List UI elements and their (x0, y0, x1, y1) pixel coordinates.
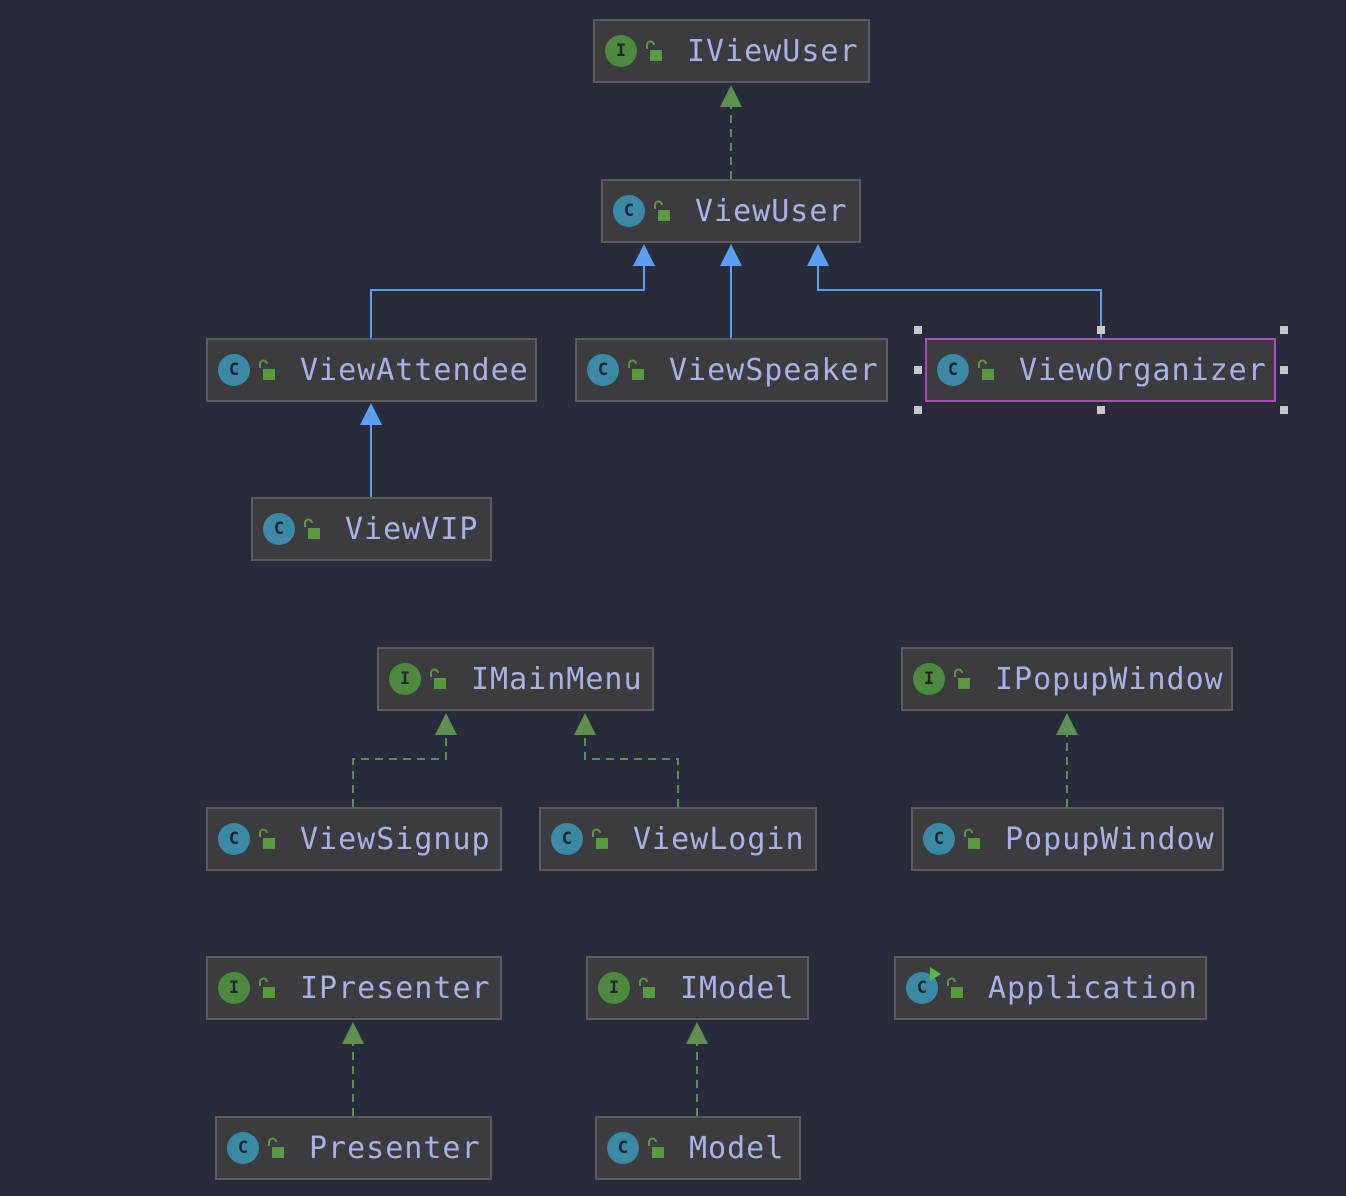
unlocked-padlock-icon (646, 40, 662, 61)
node-viewattendee[interactable]: C ViewAttendee (206, 338, 537, 402)
interface-icon: I (389, 663, 421, 695)
node-vieworganizer[interactable]: C ViewOrganizer (925, 338, 1276, 402)
node-application[interactable]: C Application (894, 956, 1207, 1020)
unlocked-padlock-icon (628, 359, 644, 380)
generalization-arrowhead (807, 244, 829, 266)
node-ipopupwindow[interactable]: I IPopupWindow (901, 647, 1233, 711)
interface-icon: I (605, 35, 637, 67)
unlocked-padlock-icon (430, 668, 446, 689)
node-label: IViewUser (687, 33, 859, 69)
node-label: ViewOrganizer (1019, 352, 1267, 388)
node-label: IModel (680, 970, 795, 1006)
class-icon: C (923, 823, 955, 855)
edge-viewvip-to-viewattendee (360, 403, 382, 497)
resize-handle-bottom-left[interactable] (914, 406, 922, 414)
unlocked-padlock-icon (259, 359, 275, 380)
node-label: Model (689, 1130, 785, 1166)
unlocked-padlock-icon (964, 828, 980, 849)
realization-arrowhead (720, 85, 742, 107)
edge-vieworganizer-to-viewuser (807, 244, 1102, 338)
node-popupwindow[interactable]: C PopupWindow (911, 807, 1224, 871)
unlocked-padlock-icon (268, 1137, 284, 1158)
node-label: Application (988, 970, 1198, 1006)
realization-arrowhead (342, 1022, 364, 1044)
class-icon: C (227, 1132, 259, 1164)
resize-handle-top-right[interactable] (1280, 326, 1288, 334)
unlocked-padlock-icon (947, 977, 963, 998)
node-label: PopupWindow (1005, 821, 1215, 857)
node-label: IPopupWindow (995, 661, 1224, 697)
unlocked-padlock-icon (654, 200, 670, 221)
class-icon: C (607, 1132, 639, 1164)
node-label: IPresenter (300, 970, 491, 1006)
class-icon: C (218, 354, 250, 386)
unlocked-padlock-icon (978, 359, 994, 380)
node-label: ViewSignup (300, 821, 491, 857)
generalization-arrowhead (360, 403, 382, 425)
resize-handle-top-center[interactable] (1097, 326, 1105, 334)
edge-viewattendee-to-viewuser (370, 244, 655, 338)
unlocked-padlock-icon (639, 977, 655, 998)
node-label: ViewLogin (633, 821, 805, 857)
edge-model-to-imodel (686, 1022, 708, 1116)
node-iviewuser[interactable]: I IViewUser (593, 19, 870, 83)
node-viewlogin[interactable]: C ViewLogin (539, 807, 817, 871)
realization-arrowhead (435, 713, 457, 735)
node-viewuser[interactable]: C ViewUser (601, 179, 861, 243)
resize-handle-top-left[interactable] (914, 326, 922, 334)
generalization-arrowhead (720, 244, 742, 266)
realization-arrowhead (686, 1022, 708, 1044)
node-viewsignup[interactable]: C ViewSignup (206, 807, 502, 871)
unlocked-padlock-icon (259, 828, 275, 849)
class-icon: C (937, 354, 969, 386)
interface-icon: I (913, 663, 945, 695)
realization-arrowhead (574, 713, 596, 735)
node-imodel[interactable]: I IModel (586, 956, 809, 1020)
edge-viewspeaker-to-viewuser (720, 244, 742, 338)
edge-presenter-to-ipresenter (342, 1022, 364, 1116)
node-label: ViewVIP (345, 511, 479, 547)
interface-icon: I (218, 972, 250, 1004)
class-icon: C (218, 823, 250, 855)
node-label: ViewUser (695, 193, 848, 229)
node-presenter[interactable]: C Presenter (215, 1116, 492, 1180)
runnable-class-icon: C (906, 967, 941, 1004)
node-label: IMainMenu (471, 661, 643, 697)
edge-viewsignup-to-imainmenu (352, 713, 457, 807)
resize-handle-bottom-right[interactable] (1280, 406, 1288, 414)
run-arrow-icon (930, 967, 941, 981)
class-icon: C (613, 195, 645, 227)
node-label: ViewAttendee (300, 352, 529, 388)
resize-handle-bottom-center[interactable] (1097, 406, 1105, 414)
node-viewvip[interactable]: C ViewVIP (251, 497, 492, 561)
unlocked-padlock-icon (592, 828, 608, 849)
node-label: Presenter (309, 1130, 481, 1166)
node-viewspeaker[interactable]: C ViewSpeaker (575, 338, 888, 402)
class-icon: C (587, 354, 619, 386)
unlocked-padlock-icon (648, 1137, 664, 1158)
unlocked-padlock-icon (259, 977, 275, 998)
unlocked-padlock-icon (954, 668, 970, 689)
resize-handle-middle-left[interactable] (914, 366, 922, 374)
node-label: ViewSpeaker (669, 352, 879, 388)
node-ipresenter[interactable]: I IPresenter (206, 956, 502, 1020)
class-kind-letter: C (916, 978, 928, 998)
node-imainmenu[interactable]: I IMainMenu (377, 647, 654, 711)
class-icon: C (263, 513, 295, 545)
generalization-arrowhead (633, 244, 655, 266)
class-icon: C (551, 823, 583, 855)
edge-viewlogin-to-imainmenu (574, 713, 679, 807)
node-model[interactable]: C Model (595, 1116, 801, 1180)
interface-icon: I (598, 972, 630, 1004)
edge-popupwindow-to-ipopupwindow (1056, 713, 1078, 807)
resize-handle-middle-right[interactable] (1280, 366, 1288, 374)
realization-arrowhead (1056, 713, 1078, 735)
unlocked-padlock-icon (304, 518, 320, 539)
edge-viewuser-to-iviewuser (720, 85, 742, 179)
